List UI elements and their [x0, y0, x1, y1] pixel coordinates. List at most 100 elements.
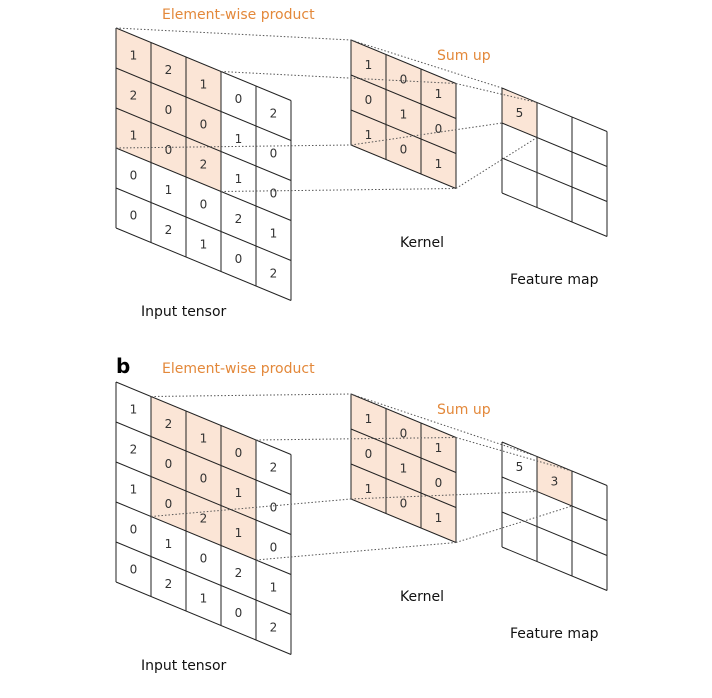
feature-map-cell-value: 5	[516, 460, 524, 474]
kernel-grid-line	[350, 393, 457, 438]
sum-line	[455, 137, 538, 189]
input-tensor-highlight-cell	[151, 82, 186, 137]
sum-line	[350, 122, 503, 146]
input-tensor-highlight-cell	[151, 476, 186, 531]
input-tensor-cell-value: 0	[200, 197, 208, 211]
kernel-highlight-cell	[351, 110, 386, 160]
input-tensor-cell-value: 1	[235, 486, 243, 500]
kernel-grid-line	[350, 109, 457, 154]
input-tensor-label: Input tensor	[141, 658, 227, 674]
projection-line	[115, 144, 352, 149]
kernel-highlight-cell	[421, 139, 456, 189]
input-tensor-grid-line	[115, 541, 292, 615]
input-tensor-grid-line	[115, 227, 292, 301]
input-tensor-cell-value: 0	[165, 143, 173, 157]
kernel-highlight-cell	[386, 54, 421, 104]
kernel-highlight-cell	[386, 124, 421, 174]
input-tensor-cell-value: 1	[235, 526, 243, 540]
input-tensor-cell-value: 2	[130, 88, 138, 102]
input-tensor-cell-value: 2	[200, 511, 208, 525]
input-tensor-cell-value: 0	[235, 92, 243, 106]
projection-line	[220, 188, 457, 192]
input-tensor-grid-line	[115, 501, 292, 575]
kernel-highlight-cell	[421, 423, 456, 473]
projection-line	[220, 71, 457, 84]
kernel-cell-value: 0	[435, 122, 443, 136]
kernel-highlight-cell	[421, 69, 456, 119]
feature-map-grid-line	[501, 87, 608, 132]
kernel-cell-value: 1	[365, 482, 373, 496]
input-tensor-cell-value: 1	[200, 431, 208, 445]
input-tensor-grid-line	[115, 147, 292, 221]
feature-map-label: Feature map	[510, 272, 599, 288]
sum-line	[350, 491, 538, 500]
feature-map-cell-value: 5	[516, 106, 524, 120]
kernel-grid-line	[350, 428, 457, 473]
input-tensor-cell-value: 0	[235, 446, 243, 460]
input-tensor-cell-value: 0	[270, 186, 278, 200]
kernel-cell-value: 1	[365, 128, 373, 142]
kernel-label: Kernel	[400, 589, 444, 605]
input-tensor-cell-value: 1	[200, 77, 208, 91]
input-tensor-cell-value: 1	[165, 183, 173, 197]
input-tensor-cell-value: 1	[130, 402, 138, 416]
kernel-label: Kernel	[400, 235, 444, 251]
kernel-highlight-cell	[351, 75, 386, 125]
feature-map-grid-line	[501, 122, 608, 167]
feature-map-highlight-cell	[537, 456, 572, 506]
input-tensor-highlight-cell	[186, 97, 221, 152]
kernel-cell-value: 0	[400, 496, 408, 510]
input-tensor-cell-value: 1	[235, 132, 243, 146]
feature-map-grid-line	[501, 157, 608, 202]
input-tensor-cell-value: 0	[270, 146, 278, 160]
kernel-grid-line	[350, 144, 457, 189]
input-tensor-highlight-cell	[221, 425, 256, 480]
kernel-cell-value: 1	[400, 107, 408, 121]
kernel-highlight-cell	[351, 464, 386, 514]
panel-a: 12102200101021001021021021010101015Eleme…	[115, 7, 608, 320]
input-tensor-highlight-cell	[186, 57, 221, 112]
kernel-highlight-cell	[386, 443, 421, 493]
input-tensor-cell-value: 0	[130, 562, 138, 576]
input-tensor-cell-value: 2	[270, 620, 278, 634]
kernel-highlight-cell	[386, 408, 421, 458]
input-tensor-highlight-cell	[116, 108, 151, 163]
kernel-highlight-cell	[351, 394, 386, 444]
feature-map-grid-line	[501, 192, 608, 237]
input-tensor-cell-value: 0	[235, 252, 243, 266]
kernel-cell-value: 0	[365, 447, 373, 461]
input-tensor-highlight-cell	[186, 451, 221, 506]
input-tensor-cell-value: 2	[130, 442, 138, 456]
feature-map-label: Feature map	[510, 626, 599, 642]
input-tensor-highlight-cell	[116, 28, 151, 83]
kernel-highlight-cell	[386, 478, 421, 528]
input-tensor-cell-value: 2	[165, 63, 173, 77]
input-tensor-cell-value: 0	[200, 117, 208, 131]
kernel-highlight-cell	[421, 104, 456, 154]
kernel-grid-line	[350, 74, 457, 119]
input-tensor-cell-value: 2	[165, 577, 173, 591]
sum-line	[455, 505, 573, 543]
input-tensor-cell-value: 0	[165, 497, 173, 511]
input-tensor-grid-line	[115, 107, 292, 181]
input-tensor-cell-value: 1	[130, 482, 138, 496]
input-tensor-grid-line	[115, 581, 292, 655]
input-tensor-cell-value: 0	[235, 606, 243, 620]
kernel-cell-value: 1	[365, 58, 373, 72]
input-tensor-highlight-cell	[151, 122, 186, 177]
input-tensor-cell-value: 0	[200, 471, 208, 485]
kernel-cell-value: 1	[435, 441, 443, 455]
input-tensor-grid-line	[115, 187, 292, 261]
input-tensor-cell-value: 2	[270, 106, 278, 120]
element-wise-product-title: Element-wise product	[162, 7, 315, 23]
feature-map-grid-line	[501, 546, 608, 591]
input-tensor-highlight-cell	[186, 491, 221, 546]
sum-line	[350, 393, 538, 457]
input-tensor-highlight-cell	[186, 137, 221, 192]
element-wise-product-title: Element-wise product	[162, 361, 315, 377]
kernel-grid-line	[350, 463, 457, 508]
input-tensor-cell-value: 0	[270, 540, 278, 554]
input-tensor-grid-line	[115, 461, 292, 535]
